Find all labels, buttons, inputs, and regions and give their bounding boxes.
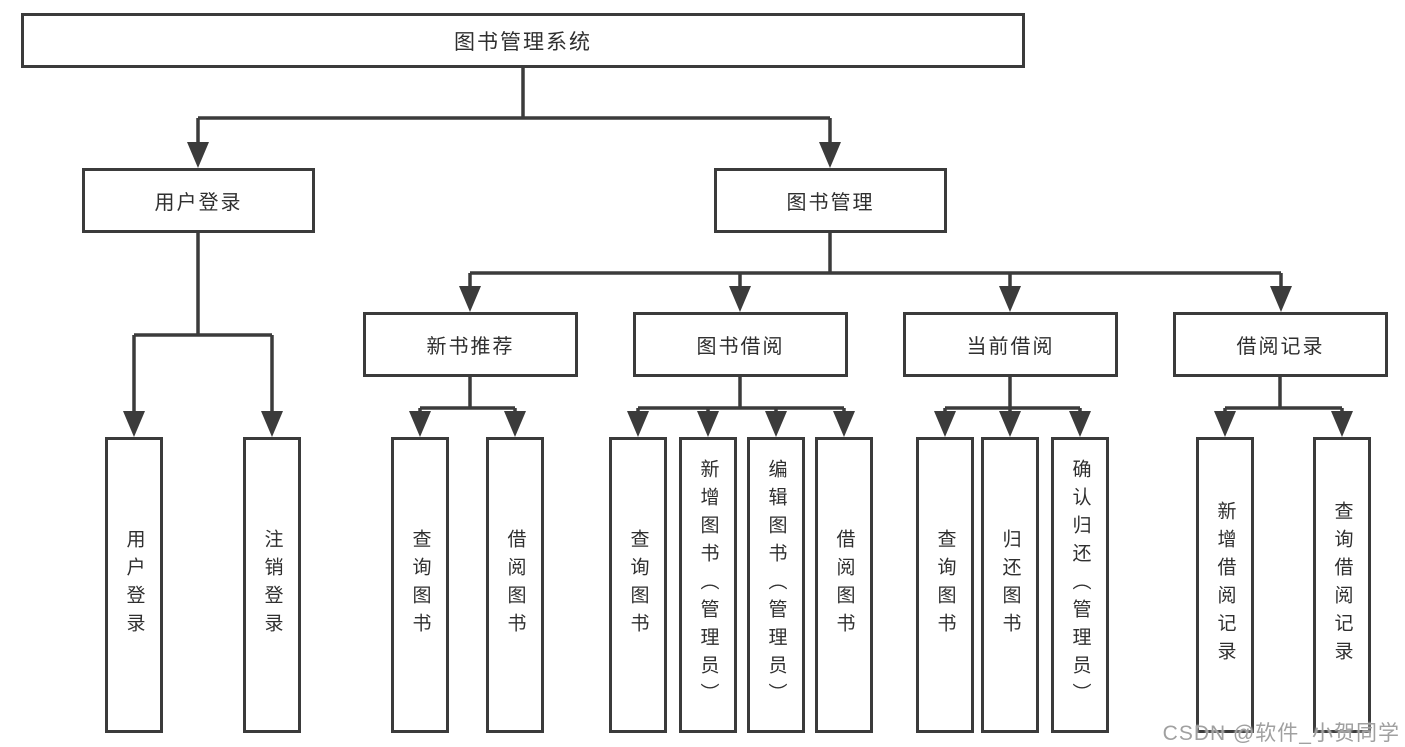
arrowhead-group-records (1270, 286, 1292, 312)
leaf-add-borrow-record-label: 新增借阅记录 (1214, 501, 1236, 669)
node-group-records: 借阅记录 (1173, 312, 1388, 377)
arrowhead-leaf-edit-books (765, 411, 787, 437)
node-group-new-books: 新书推荐 (363, 312, 578, 377)
leaf-user-login: 用户登录 (105, 437, 163, 733)
leaf-edit-books-admin-label: 编辑图书（管理员） (765, 459, 787, 711)
arrowhead-branch-book-mgmt (819, 142, 841, 168)
leaf-query-books-1-label: 查询图书 (409, 529, 431, 641)
leaf-user-login-label: 用户登录 (123, 529, 145, 641)
node-group-new-books-label: 新书推荐 (426, 336, 515, 358)
arrowhead-group-new-books (459, 286, 481, 312)
leaf-logout-label: 注销登录 (261, 529, 283, 641)
edge-root-to-branches (196, 68, 832, 146)
node-group-records-label: 借阅记录 (1236, 336, 1325, 358)
leaf-query-borrow-record-label: 查询借阅记录 (1331, 501, 1353, 669)
leaf-borrow-books-2: 借阅图书 (815, 437, 873, 733)
leaf-borrow-books-1: 借阅图书 (486, 437, 544, 733)
arrowhead-group-current (999, 286, 1021, 312)
node-group-borrowing: 图书借阅 (633, 312, 848, 377)
leaf-query-books-2: 查询图书 (609, 437, 667, 733)
node-branch-user-login-label: 用户登录 (154, 192, 243, 214)
edge-groups-to-leaves (418, 377, 1344, 416)
arrowhead-group-borrowing (729, 286, 751, 312)
leaf-query-books-1: 查询图书 (391, 437, 449, 733)
leaf-edit-books-admin: 编辑图书（管理员） (747, 437, 805, 733)
arrowhead-leaf-borrow-books-2 (833, 411, 855, 437)
leaf-logout: 注销登录 (243, 437, 301, 733)
arrowhead-leaf-query-record (1331, 411, 1353, 437)
arrowhead-leaf-borrow-books-1 (504, 411, 526, 437)
node-root-system-label: 图书管理系统 (454, 30, 592, 54)
edge-book-mgmt-to-groups (468, 233, 1283, 290)
arrowhead-leaf-query-books-2 (627, 411, 649, 437)
leaf-query-books-3-label: 查询图书 (934, 529, 956, 641)
leaf-add-books-admin: 新增图书（管理员） (679, 437, 737, 733)
node-branch-book-mgmt-label: 图书管理 (786, 192, 875, 214)
arrowhead-leaf-query-books-1 (409, 411, 431, 437)
leaf-add-borrow-record: 新增借阅记录 (1196, 437, 1254, 733)
leaf-query-books-3: 查询图书 (916, 437, 974, 733)
node-group-current-label: 当前借阅 (966, 336, 1055, 358)
arrowhead-leaf-logout (261, 411, 283, 437)
arrowhead-leaf-confirm-return (1069, 411, 1091, 437)
leaf-return-books: 归还图书 (981, 437, 1039, 733)
leaf-confirm-return-admin: 确认归还（管理员） (1051, 437, 1109, 733)
node-root-system: 图书管理系统 (21, 13, 1025, 68)
leaf-borrow-books-1-label: 借阅图书 (504, 529, 526, 641)
csdn-watermark: CSDN @软件_小贺同学 (1162, 722, 1400, 745)
leaf-add-books-admin-label: 新增图书（管理员） (697, 459, 719, 711)
leaf-return-books-label: 归还图书 (999, 529, 1021, 641)
node-group-current: 当前借阅 (903, 312, 1118, 377)
arrowhead-leaf-user-login (123, 411, 145, 437)
arrowhead-leaf-add-books (697, 411, 719, 437)
leaf-query-borrow-record: 查询借阅记录 (1313, 437, 1371, 733)
arrowhead-branch-user-login (187, 142, 209, 168)
leaf-confirm-return-admin-label: 确认归还（管理员） (1069, 459, 1091, 711)
arrowhead-leaf-return-books (999, 411, 1021, 437)
edge-user-login-to-leaves (132, 233, 274, 413)
arrowhead-leaf-query-books-3 (934, 411, 956, 437)
node-group-borrowing-label: 图书借阅 (696, 336, 785, 358)
node-branch-book-mgmt: 图书管理 (714, 168, 947, 233)
node-branch-user-login: 用户登录 (82, 168, 315, 233)
leaf-query-books-2-label: 查询图书 (627, 529, 649, 641)
leaf-borrow-books-2-label: 借阅图书 (833, 529, 855, 641)
arrowhead-leaf-add-record (1214, 411, 1236, 437)
